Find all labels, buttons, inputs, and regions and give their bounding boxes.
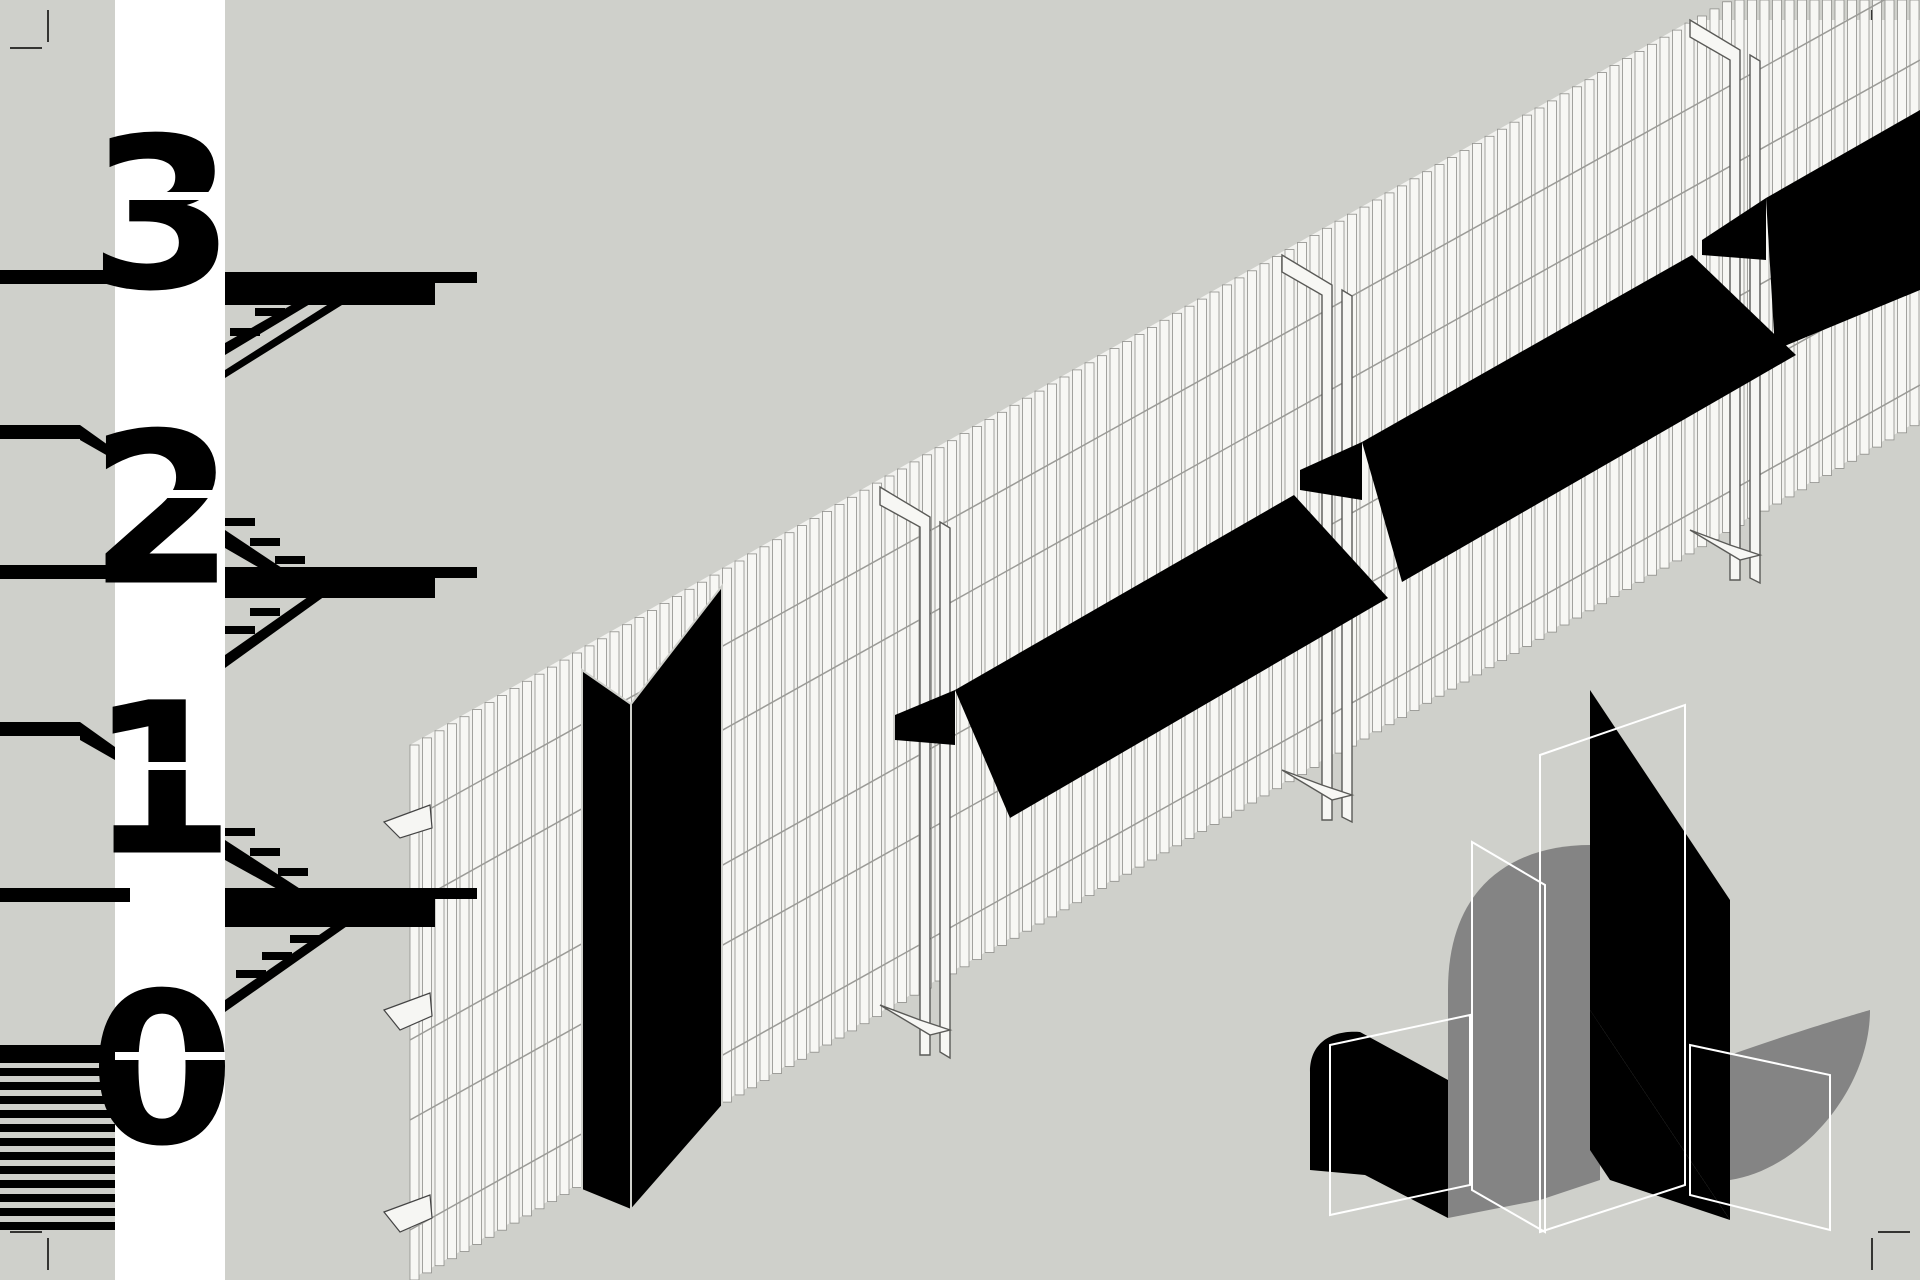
fence-slat — [859, 489, 870, 1025]
fence-slat — [497, 695, 507, 1231]
fence-slat — [459, 716, 470, 1252]
shelf-3-lip — [1702, 198, 1766, 260]
black-blade-face — [1590, 1010, 1730, 1220]
shelf-3 — [1766, 110, 1920, 350]
fence-slat — [759, 546, 770, 1081]
fence-slat — [822, 510, 832, 1046]
fence-slat — [747, 553, 757, 1089]
fence-slat — [434, 730, 445, 1267]
level-label-3: 3 — [89, 93, 235, 338]
shelf-1-lip — [895, 690, 955, 745]
fence-slat — [734, 560, 745, 1096]
section-graphics — [0, 270, 477, 1230]
fence-slat — [847, 496, 857, 1032]
fence-slat — [472, 709, 482, 1245]
sculpture — [1310, 690, 1870, 1234]
shelf-2 — [1362, 255, 1796, 582]
fence-slat — [772, 539, 782, 1074]
fence-slat — [509, 688, 520, 1224]
fence-slat — [834, 503, 845, 1039]
fence-slat — [872, 482, 882, 1018]
fence-slat — [809, 518, 820, 1053]
fence-slat — [547, 666, 557, 1202]
level-labels: 3 2 1 0 — [89, 93, 235, 1193]
black-blade — [1590, 690, 1730, 1220]
grey-arc-left — [1448, 845, 1600, 1218]
shelf-2-lip — [1300, 442, 1362, 500]
fence-slat — [1309, 234, 1320, 768]
level-index-panel — [115, 0, 225, 1280]
fence-ledges — [382, 804, 433, 1233]
level-label-2: 2 — [89, 388, 235, 633]
fence-slat — [797, 525, 807, 1060]
fence-slat — [534, 673, 545, 1210]
outline-frames — [1329, 703, 1831, 1234]
fence-slat — [447, 723, 457, 1260]
fence-slat — [784, 532, 795, 1067]
black-shelves — [895, 110, 1920, 818]
fence-slat — [884, 475, 895, 1010]
shelf-1 — [955, 495, 1388, 818]
fence-slat — [722, 567, 732, 1103]
fence-slat — [522, 680, 532, 1217]
black-block — [1310, 1031, 1448, 1218]
standing-panel — [581, 583, 723, 1213]
fence-slat — [484, 702, 495, 1238]
level-label-1: 1 — [89, 658, 235, 903]
fence-slat — [572, 652, 582, 1188]
grey-arc-right — [1730, 1010, 1870, 1180]
fence-slat — [559, 659, 570, 1195]
